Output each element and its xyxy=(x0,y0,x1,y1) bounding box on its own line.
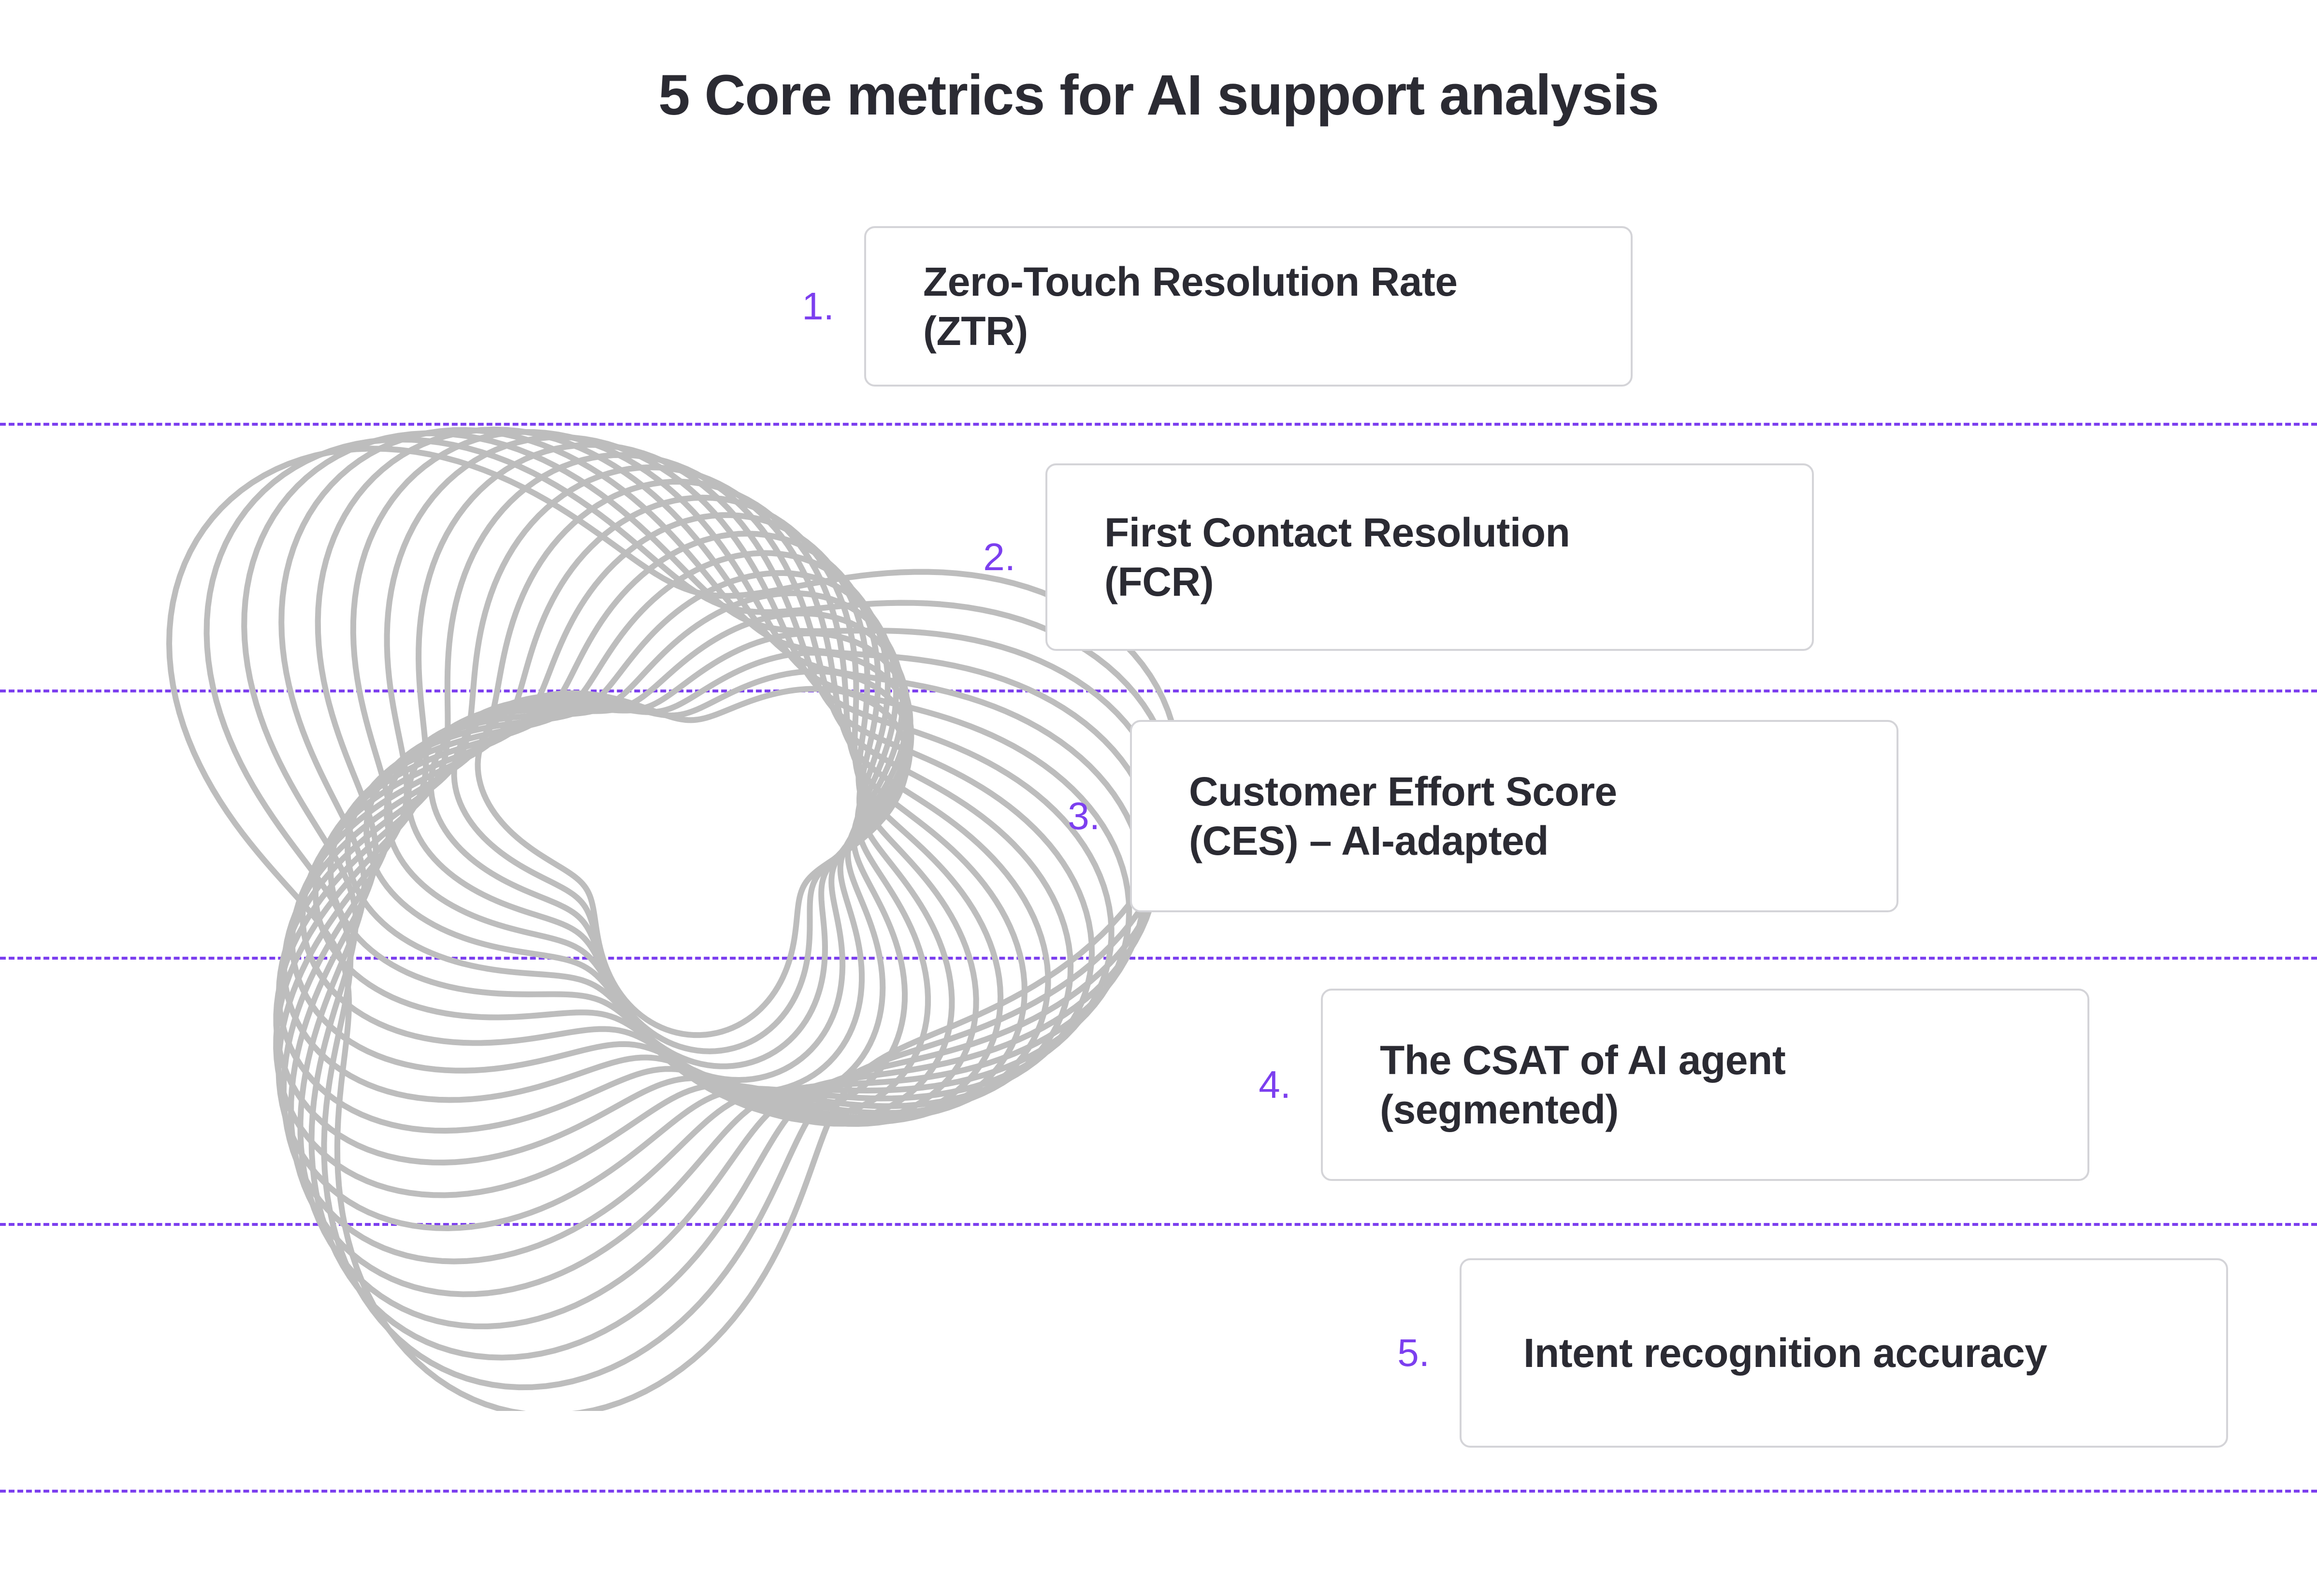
metric-row-2[interactable]: 2. First Contact Resolution (FCR) xyxy=(973,463,1814,651)
metric-label-1-line2: (ZTR) xyxy=(923,308,1028,354)
metric-label-4-line2: (segmented) xyxy=(1380,1087,1619,1132)
metric-label-2-line2: (FCR) xyxy=(1104,559,1214,604)
spiral-loop xyxy=(327,550,931,1121)
metric-label-3: Customer Effort Score (CES) – AI-adapted xyxy=(1132,767,1617,866)
metric-card-5[interactable]: Intent recognition accuracy xyxy=(1460,1258,2228,1448)
metric-label-1: Zero-Touch Resolution Rate (ZTR) xyxy=(866,257,1458,356)
metric-label-3-line1: Customer Effort Score xyxy=(1189,768,1617,814)
spiral-loop xyxy=(363,590,906,1106)
metric-row-5[interactable]: 5. Intent recognition accuracy xyxy=(1387,1258,2228,1448)
metric-card-3[interactable]: Customer Effort Score (CES) – AI-adapted xyxy=(1130,720,1898,912)
metric-label-5: Intent recognition accuracy xyxy=(1462,1328,2047,1378)
spiral-loop xyxy=(475,686,910,1038)
metric-label-5-line1: Intent recognition accuracy xyxy=(1523,1330,2047,1376)
spiral-loop xyxy=(428,649,914,1069)
spiral-loop xyxy=(384,610,911,1095)
metric-label-3-line2: (CES) – AI-adapted xyxy=(1189,818,1549,863)
metric-index-5: 5. xyxy=(1397,1331,1430,1374)
spirograph-torus-illustration xyxy=(48,348,1218,1411)
spiral-loop xyxy=(273,442,1095,1198)
metric-label-2: First Contact Resolution (FCR) xyxy=(1047,508,1570,607)
metric-card-2[interactable]: First Contact Resolution (FCR) xyxy=(1045,463,1814,651)
metric-card-4[interactable]: The CSAT of AI agent (segmented) xyxy=(1321,989,2089,1181)
metric-label-1-line1: Zero-Touch Resolution Rate xyxy=(923,259,1458,304)
dashed-rule-5 xyxy=(0,1490,2317,1493)
spiral-loop xyxy=(405,630,913,1083)
metric-index-4: 4. xyxy=(1259,1063,1291,1106)
spiral-loop xyxy=(345,570,908,1114)
spiral-loop xyxy=(275,464,1051,1134)
metric-label-4-line1: The CSAT of AI agent xyxy=(1380,1037,1786,1083)
metric-index-3: 3. xyxy=(1068,794,1100,837)
metric-card-1[interactable]: Zero-Touch Resolution Rate (ZTR) xyxy=(864,226,1633,387)
metric-label-2-line1: First Contact Resolution xyxy=(1104,509,1570,555)
metric-row-1[interactable]: 1. Zero-Touch Resolution Rate (ZTR) xyxy=(792,226,1633,387)
spiral-loop xyxy=(273,452,1074,1166)
metric-index-2: 2. xyxy=(983,535,1015,578)
metric-row-3[interactable]: 3. Customer Effort Score (CES) – AI-adap… xyxy=(1057,720,1898,912)
metric-row-4[interactable]: 4. The CSAT of AI agent (segmented) xyxy=(1248,989,2089,1181)
page-title: 5 Core metrics for AI support analysis xyxy=(658,63,1659,127)
metric-index-1: 1. xyxy=(802,285,834,328)
metric-label-4: The CSAT of AI agent (segmented) xyxy=(1323,1035,1786,1135)
spiral-loop xyxy=(451,668,913,1054)
